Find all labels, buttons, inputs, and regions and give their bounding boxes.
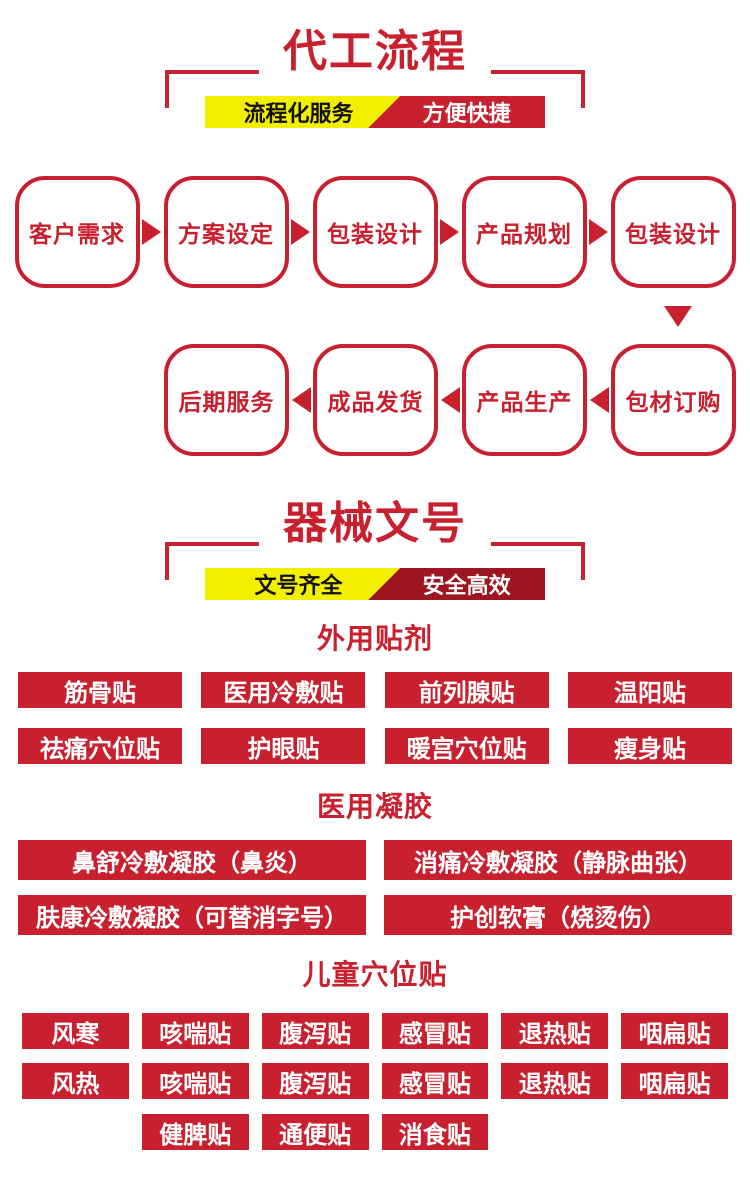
arrow-down-icon bbox=[664, 306, 692, 327]
category-tag: 消食贴 bbox=[381, 1114, 489, 1150]
oem-banner-left-label: 流程化服务 bbox=[243, 101, 354, 126]
category-tag: 筋骨贴 bbox=[18, 672, 182, 708]
arrow-right-icon bbox=[589, 219, 608, 245]
category-tag: 健脾贴 bbox=[141, 1114, 249, 1150]
oem-banner-right-label: 方便快捷 bbox=[368, 96, 545, 128]
device-section-title: 器械文号 bbox=[259, 500, 491, 548]
kids-row-3: 健脾贴 通便贴 消食贴 bbox=[0, 1114, 750, 1150]
category-tag: 腹泻贴 bbox=[261, 1013, 369, 1049]
group-heading-patches: 外用贴剂 bbox=[316, 623, 433, 654]
flow-turn-row bbox=[0, 288, 750, 344]
flow-step-goods-delivery: 成品发货 bbox=[313, 344, 438, 456]
category-tag: 温阳贴 bbox=[567, 672, 732, 708]
arrow-left-icon bbox=[589, 387, 609, 413]
category-tag: 腹泻贴 bbox=[261, 1063, 369, 1099]
category-tag: 前列腺贴 bbox=[384, 672, 549, 708]
flow-row-2: 后期服务 成品发货 产品生产 包材订购 bbox=[0, 344, 750, 456]
category-tag: 咳喘贴 bbox=[141, 1063, 249, 1099]
kids-row-2: 风热 咳喘贴 腹泻贴 感冒贴 退热贴 咽扁贴 bbox=[0, 1063, 750, 1099]
flow-step-packaging-material-order: 包材订购 bbox=[611, 344, 736, 456]
category-tag: 退热贴 bbox=[501, 1013, 609, 1049]
arrow-cell bbox=[289, 387, 313, 413]
flow-step-product-planning: 产品规划 bbox=[461, 176, 587, 288]
flow-row-1: 客户需求 方案设定 包装设计 产品规划 包装设计 bbox=[0, 176, 750, 288]
category-tag: 退热贴 bbox=[501, 1063, 609, 1099]
arrow-right-icon bbox=[142, 219, 161, 245]
flow-step-production: 产品生产 bbox=[462, 344, 587, 456]
category-tag: 风寒 bbox=[22, 1013, 129, 1049]
arrow-cell bbox=[438, 387, 462, 413]
arrow-left-icon bbox=[440, 387, 460, 413]
category-tag: 咳喘贴 bbox=[141, 1013, 249, 1049]
flow-step-package-design-2: 包装设计 bbox=[610, 176, 736, 288]
device-banner: 文号齐全 安全高效 bbox=[205, 568, 545, 600]
arrow-cell bbox=[289, 219, 313, 245]
oem-section-header: 代工流程 流程化服务 方便快捷 bbox=[165, 28, 585, 128]
arrow-right-icon bbox=[291, 219, 310, 245]
patches-row-1: 筋骨贴 医用冷敷贴 前列腺贴 温阳贴 bbox=[0, 672, 750, 708]
category-tag: 感冒贴 bbox=[381, 1063, 489, 1099]
category-tag: 医用冷敷贴 bbox=[201, 672, 366, 708]
arrow-cell bbox=[438, 219, 462, 245]
category-tag: 瘦身贴 bbox=[567, 728, 732, 764]
flow-step-customer-needs: 客户需求 bbox=[14, 176, 140, 288]
flow-step-after-sales-service: 后期服务 bbox=[164, 344, 289, 456]
gel-row-2: 肤康冷敷凝胶（可替消字号） 护创软膏（烧烫伤） bbox=[0, 895, 750, 935]
category-tag: 风热 bbox=[22, 1063, 129, 1099]
flow-step-package-design: 包装设计 bbox=[312, 176, 438, 288]
category-tag: 通便贴 bbox=[261, 1114, 369, 1150]
category-tag: 肤康冷敷凝胶（可替消字号） bbox=[18, 895, 366, 935]
category-tag: 护眼贴 bbox=[201, 728, 366, 764]
arrow-left-icon bbox=[291, 387, 311, 413]
arrow-cell bbox=[140, 219, 164, 245]
kids-row-1: 风寒 咳喘贴 腹泻贴 感冒贴 退热贴 咽扁贴 bbox=[0, 1013, 750, 1049]
oem-section-title: 代工流程 bbox=[259, 28, 491, 76]
group-heading-gel: 医用凝胶 bbox=[316, 791, 433, 822]
device-section-header: 器械文号 文号齐全 安全高效 bbox=[165, 500, 585, 600]
flow-step-plan-setting: 方案设定 bbox=[163, 176, 289, 288]
gel-row-1: 鼻舒冷敷凝胶（鼻炎） 消痛冷敷凝胶（静脉曲张） bbox=[0, 840, 750, 880]
category-tag: 咽扁贴 bbox=[621, 1063, 728, 1099]
patches-row-2: 祛痛穴位贴 护眼贴 暖宫穴位贴 瘦身贴 bbox=[0, 728, 750, 764]
device-banner-left-label: 文号齐全 bbox=[254, 573, 343, 598]
category-tag: 消痛冷敷凝胶（静脉曲张） bbox=[384, 840, 732, 880]
category-tag: 暖宫穴位贴 bbox=[384, 728, 549, 764]
category-tag: 鼻舒冷敷凝胶（鼻炎） bbox=[18, 840, 366, 880]
arrow-cell bbox=[587, 387, 611, 413]
arrow-cell bbox=[587, 219, 611, 245]
device-banner-right-label: 安全高效 bbox=[368, 568, 545, 600]
category-tag: 护创软膏（烧烫伤） bbox=[384, 895, 732, 935]
arrow-right-icon bbox=[440, 219, 459, 245]
category-tag: 咽扁贴 bbox=[621, 1013, 728, 1049]
category-tag: 感冒贴 bbox=[381, 1013, 489, 1049]
oem-banner: 流程化服务 方便快捷 bbox=[205, 96, 545, 128]
category-tag: 祛痛穴位贴 bbox=[18, 728, 182, 764]
group-heading-kids: 儿童穴位贴 bbox=[302, 959, 448, 990]
